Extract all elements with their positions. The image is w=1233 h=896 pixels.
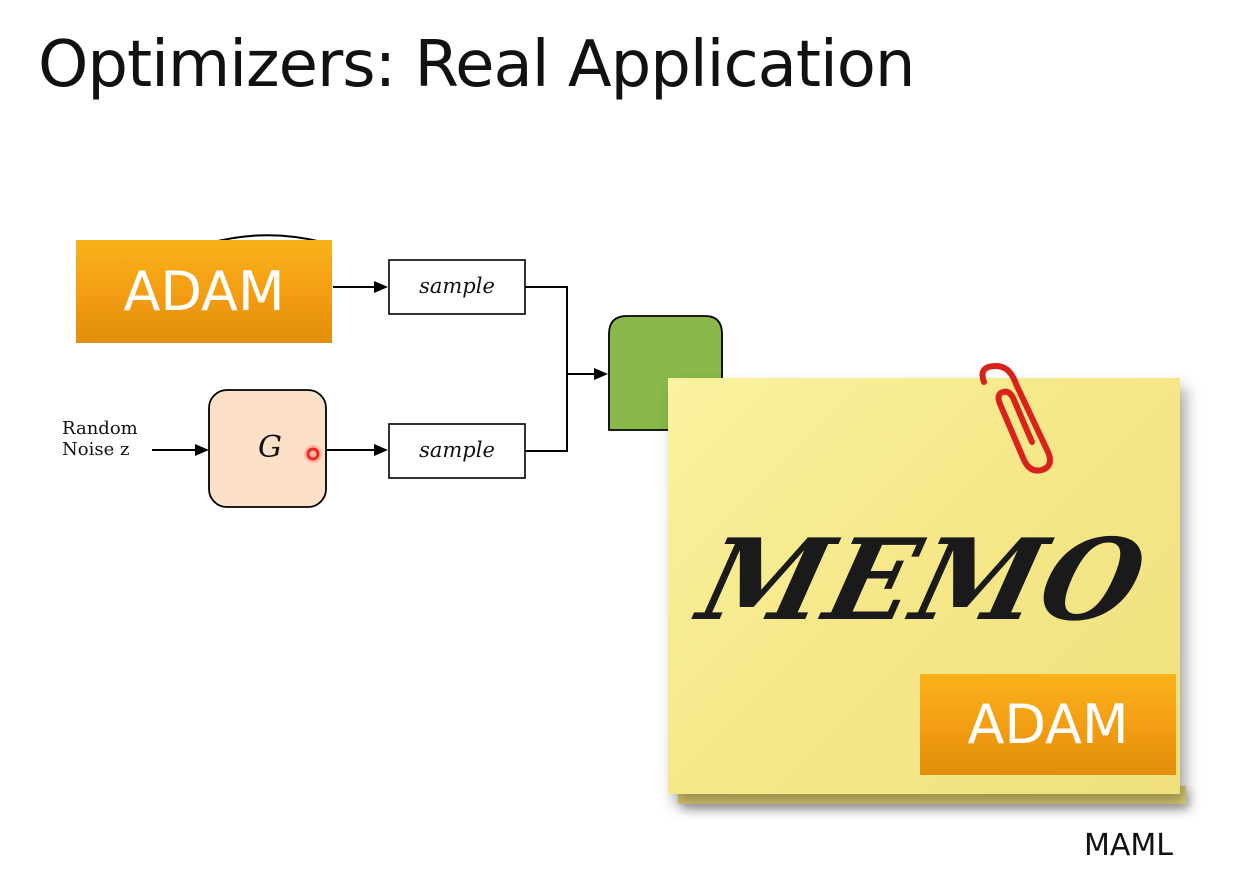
connector-top — [525, 286, 568, 374]
memo-text: MEMO — [687, 515, 1160, 646]
adam-label-memo: ADAM — [920, 674, 1176, 775]
connector-bottom — [525, 374, 568, 452]
cursor-glow — [304, 445, 322, 463]
noise-label-line1: Random — [62, 418, 138, 439]
cursor-dot — [306, 447, 320, 461]
sample-top-label: sample — [419, 274, 495, 298]
paperclip-icon — [979, 363, 1053, 474]
sample-bottom-label: sample — [419, 438, 495, 462]
sample-top-box — [388, 259, 526, 315]
generator-label: G — [258, 430, 282, 465]
adam-label-top: ADAM — [76, 240, 332, 343]
noise-label-line2: Noise z — [62, 439, 129, 460]
generator-box — [208, 389, 327, 508]
footer-label: MAML — [1084, 828, 1174, 863]
slide-title: Optimizers: Real Application — [38, 28, 915, 102]
